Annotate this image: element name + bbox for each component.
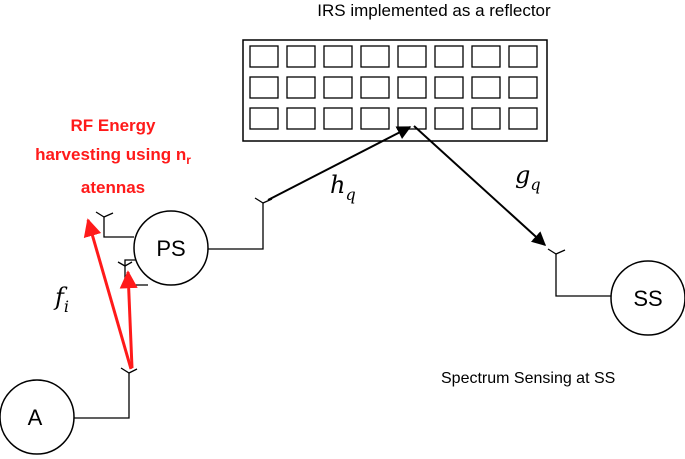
irs-cell	[323, 76, 353, 99]
irs-cell	[286, 45, 316, 68]
g-channel-label: gq	[515, 161, 541, 194]
rf-label-line1: RF Energy	[70, 116, 156, 135]
irs-cell	[397, 107, 427, 130]
g-channel-arrow	[413, 125, 547, 246]
irs-cell	[471, 45, 501, 68]
irs-cell	[397, 45, 427, 68]
irs-cell	[434, 45, 464, 68]
a-node: A	[0, 379, 75, 455]
ss-antenna	[547, 248, 612, 297]
a-antenna	[73, 367, 138, 419]
irs-cell	[286, 76, 316, 99]
irs-cell	[360, 107, 390, 130]
irs-cell	[508, 45, 538, 68]
ss-node: SS	[610, 260, 685, 336]
f-channel-label: fi	[53, 283, 69, 316]
irs-cell	[434, 107, 464, 130]
irs-cell	[397, 76, 427, 99]
irs-cell	[249, 45, 279, 68]
irs-cell	[249, 107, 279, 130]
irs-cell	[323, 107, 353, 130]
ps-tx-antenna	[207, 197, 273, 250]
irs-cell	[360, 45, 390, 68]
irs-cell	[508, 76, 538, 99]
irs-caption: IRS implemented as a reflector	[317, 1, 551, 20]
irs-cell	[471, 76, 501, 99]
rf-harvest-arrows	[83, 218, 138, 370]
irs-cell	[286, 107, 316, 130]
irs-cell-grid	[249, 45, 538, 130]
irs-cell	[360, 76, 390, 99]
ps-label: PS	[156, 236, 185, 261]
ss-label: SS	[633, 286, 662, 311]
irs-cell	[471, 107, 501, 130]
ss-caption: Spectrum Sensing at SS	[441, 370, 615, 387]
h-channel-arrow	[267, 126, 412, 201]
irs-cell	[434, 76, 464, 99]
irs-panel	[242, 39, 548, 142]
irs-cell	[508, 107, 538, 130]
irs-cell	[323, 45, 353, 68]
irs-cell	[249, 76, 279, 99]
rf-label-line3: atennas	[81, 178, 145, 197]
h-channel-label: hq	[330, 171, 356, 204]
a-label: A	[28, 405, 43, 430]
rf-label-line2: harvesting using nr	[35, 145, 191, 167]
ps-node: PS	[133, 210, 209, 286]
